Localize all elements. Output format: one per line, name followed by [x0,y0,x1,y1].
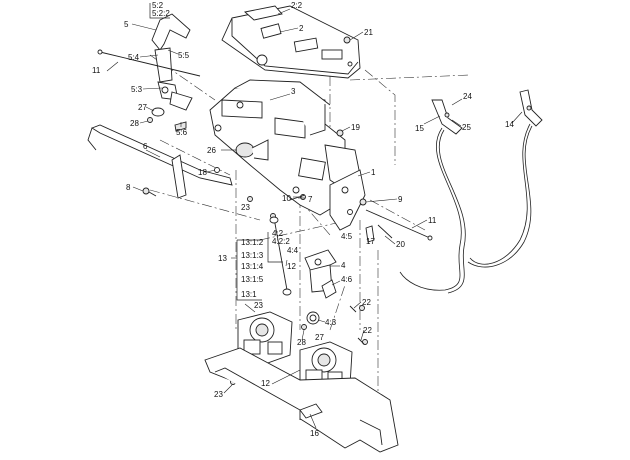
callout-23-middle: 23 [254,301,263,310]
callout-26: 26 [207,146,216,155]
callout-5-5: 5:5 [178,51,190,60]
callout-15: 15 [415,124,424,133]
part-22-bolts [349,305,365,345]
callout-5-2: 5:2 [152,1,164,10]
callout-27-upper: 27 [138,103,147,112]
callout-bracket-4 [267,232,283,263]
part-3-upper-frame [209,79,361,216]
callout-28-lower: 28 [297,338,306,347]
leader-lines [106,8,523,429]
part-10-rod [289,194,306,201]
callout-28-upper: 28 [130,119,139,128]
part-8-bolt [142,187,157,197]
callout-5-6: 5:6 [176,128,188,137]
callout-11-left: 11 [92,66,101,75]
part-1-side-bracket [329,169,366,231]
callout-16: 16 [310,429,319,438]
callout-bracket-13 [236,239,262,301]
part-26-knob [235,139,269,161]
callout-19: 19 [351,123,360,132]
callout-4-2-2: 4:2:2 [272,237,290,246]
part-18-pin [214,167,220,173]
callout-22-lower: 22 [363,326,372,335]
cables [399,123,533,294]
callout-17: 17 [366,237,375,246]
part-2-cover-plate [221,5,361,79]
callout-4-2: 4:2 [272,229,284,238]
callout-22-upper: 22 [362,298,371,307]
part-14-control-lever [519,89,543,127]
callout-1: 1 [371,168,376,177]
callout-5-3: 5:3 [131,85,143,94]
callout-3: 3 [291,87,296,96]
part-15-control-lever [431,99,463,135]
callout-13-1: 13:1 [241,290,257,299]
callout-4-5: 4:5 [341,232,353,241]
callout-4-6: 4:6 [341,275,353,284]
callout-labels: 2:2 2 21 3 5:2 5:2:2 5 5:4 5:5 11 5:3 27… [92,1,514,438]
callout-21: 21 [364,28,373,37]
callout-2-2: 2:2 [291,1,303,10]
lower-chassis [204,347,399,453]
callout-13-1-3: 13:1:3 [241,251,264,260]
callout-18: 18 [198,168,207,177]
callout-5: 5 [124,20,129,29]
callout-23-lower: 23 [214,390,223,399]
callout-10: 10 [282,194,291,203]
callout-8: 8 [126,183,131,192]
callout-4-4: 4:4 [287,246,299,255]
callout-4: 4 [341,261,346,270]
callout-13-1-5: 13:1:5 [241,275,264,284]
callout-24: 24 [463,92,472,101]
callout-2: 2 [299,24,304,33]
callout-4-3: 4:3 [325,318,337,327]
callout-13-1-4: 13:1:4 [241,262,264,271]
callout-14: 14 [505,120,514,129]
part-11-left-shaft [97,49,201,77]
part-11-right-shaft [365,209,433,243]
callout-7: 7 [308,195,313,204]
callout-5-2-2: 5:2:2 [152,9,170,18]
callout-5-4: 5:4 [128,53,140,62]
callout-25: 25 [462,123,471,132]
callout-12-upper: 12 [287,262,296,271]
callout-6: 6 [143,142,148,151]
callout-20: 20 [396,240,405,249]
callout-27-lower: 27 [315,333,324,342]
pivot-bushing-group [147,91,193,132]
part-13-linkage-rod [269,216,292,296]
callout-bracket-5-2 [149,3,170,19]
part-16-bracket [299,403,323,419]
callout-23-upper: 23 [241,203,250,212]
callout-11-right: 11 [428,216,437,225]
part-5-control-lever [151,13,191,101]
callout-13-1-2: 13:1:2 [241,238,264,247]
callout-12-lower: 12 [261,379,270,388]
callout-13: 13 [218,254,227,263]
callout-9: 9 [398,195,403,204]
part-6-pivot-bar [87,124,233,199]
